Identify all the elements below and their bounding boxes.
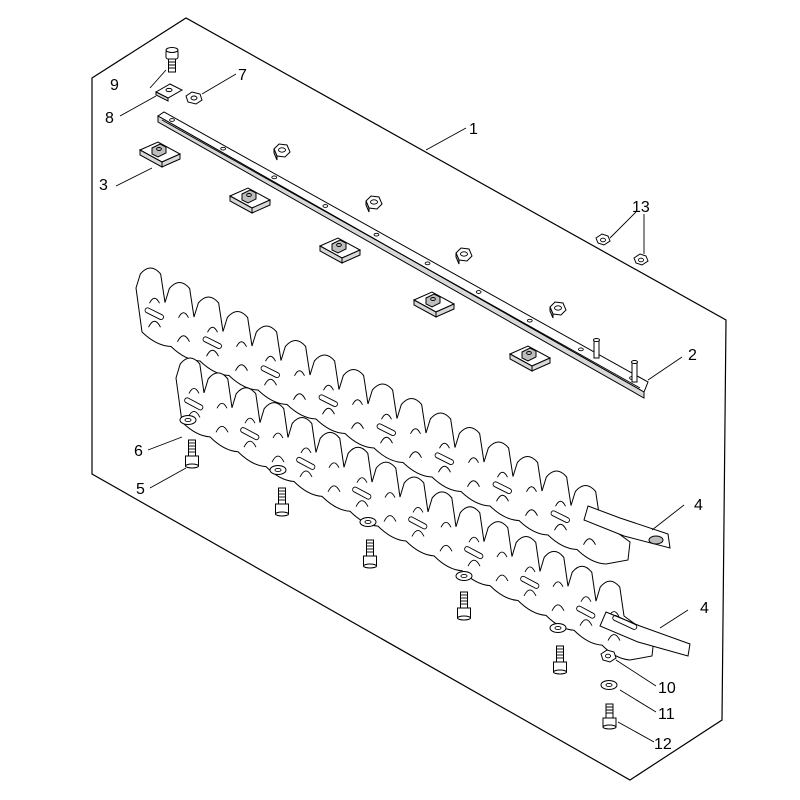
lower-cutting-blade bbox=[175, 357, 691, 661]
nut-13b bbox=[633, 253, 649, 266]
upper-cutting-blade bbox=[135, 267, 671, 565]
washers-and-screws bbox=[179, 415, 567, 675]
bar-nut bbox=[365, 195, 383, 213]
washer bbox=[549, 623, 567, 633]
callout-4-lower: 4 bbox=[700, 600, 709, 617]
callout-7: 7 bbox=[238, 67, 247, 84]
nut-10 bbox=[600, 649, 617, 663]
slide-plate bbox=[138, 141, 182, 168]
bar-nut bbox=[273, 143, 291, 161]
slide-plate bbox=[508, 345, 552, 372]
callout-8: 8 bbox=[105, 110, 114, 127]
washer-11 bbox=[600, 680, 618, 690]
slide-plate bbox=[412, 291, 456, 318]
slide-plate bbox=[228, 187, 272, 214]
bar-hole bbox=[578, 347, 584, 352]
diagram-frame bbox=[91, 17, 727, 781]
screw bbox=[275, 487, 289, 517]
callout-5: 5 bbox=[136, 481, 145, 498]
callout-13: 13 bbox=[632, 199, 650, 216]
bar-hole bbox=[424, 261, 431, 266]
clamp-plate-8 bbox=[154, 83, 184, 102]
nut-7 bbox=[185, 91, 203, 105]
bar-hole bbox=[322, 204, 329, 208]
washer bbox=[269, 465, 287, 475]
callout-11: 11 bbox=[658, 706, 675, 723]
callout-3: 3 bbox=[99, 177, 108, 194]
slide-plates bbox=[138, 141, 552, 372]
callout-1: 1 bbox=[469, 121, 478, 138]
bar-hole bbox=[475, 290, 482, 294]
leader-lines bbox=[115, 69, 689, 743]
screw-12 bbox=[602, 703, 617, 730]
callout-2: 2 bbox=[688, 347, 697, 364]
washer bbox=[179, 415, 197, 425]
callout-6: 6 bbox=[134, 443, 143, 460]
bar-hole bbox=[373, 232, 380, 237]
screw bbox=[553, 645, 567, 675]
callout-12: 12 bbox=[654, 736, 672, 753]
nut-13a bbox=[595, 233, 611, 246]
callout-4-upper: 4 bbox=[694, 497, 703, 514]
guide-bar bbox=[157, 111, 649, 399]
bar-hole bbox=[220, 146, 226, 151]
screw bbox=[363, 539, 377, 569]
bar-nut bbox=[549, 301, 567, 319]
washer bbox=[359, 517, 377, 527]
bar-hole bbox=[526, 318, 533, 323]
callout-10: 10 bbox=[658, 680, 676, 697]
slide-plate bbox=[318, 237, 362, 264]
bar-hole bbox=[169, 118, 175, 122]
washer bbox=[455, 571, 473, 581]
bar-nut bbox=[455, 247, 473, 265]
screw-9 bbox=[165, 47, 179, 73]
screw bbox=[457, 591, 471, 621]
callout-9: 9 bbox=[110, 77, 119, 94]
screw bbox=[185, 439, 199, 469]
bar-nuts bbox=[273, 143, 567, 319]
bar-hole bbox=[271, 175, 278, 180]
